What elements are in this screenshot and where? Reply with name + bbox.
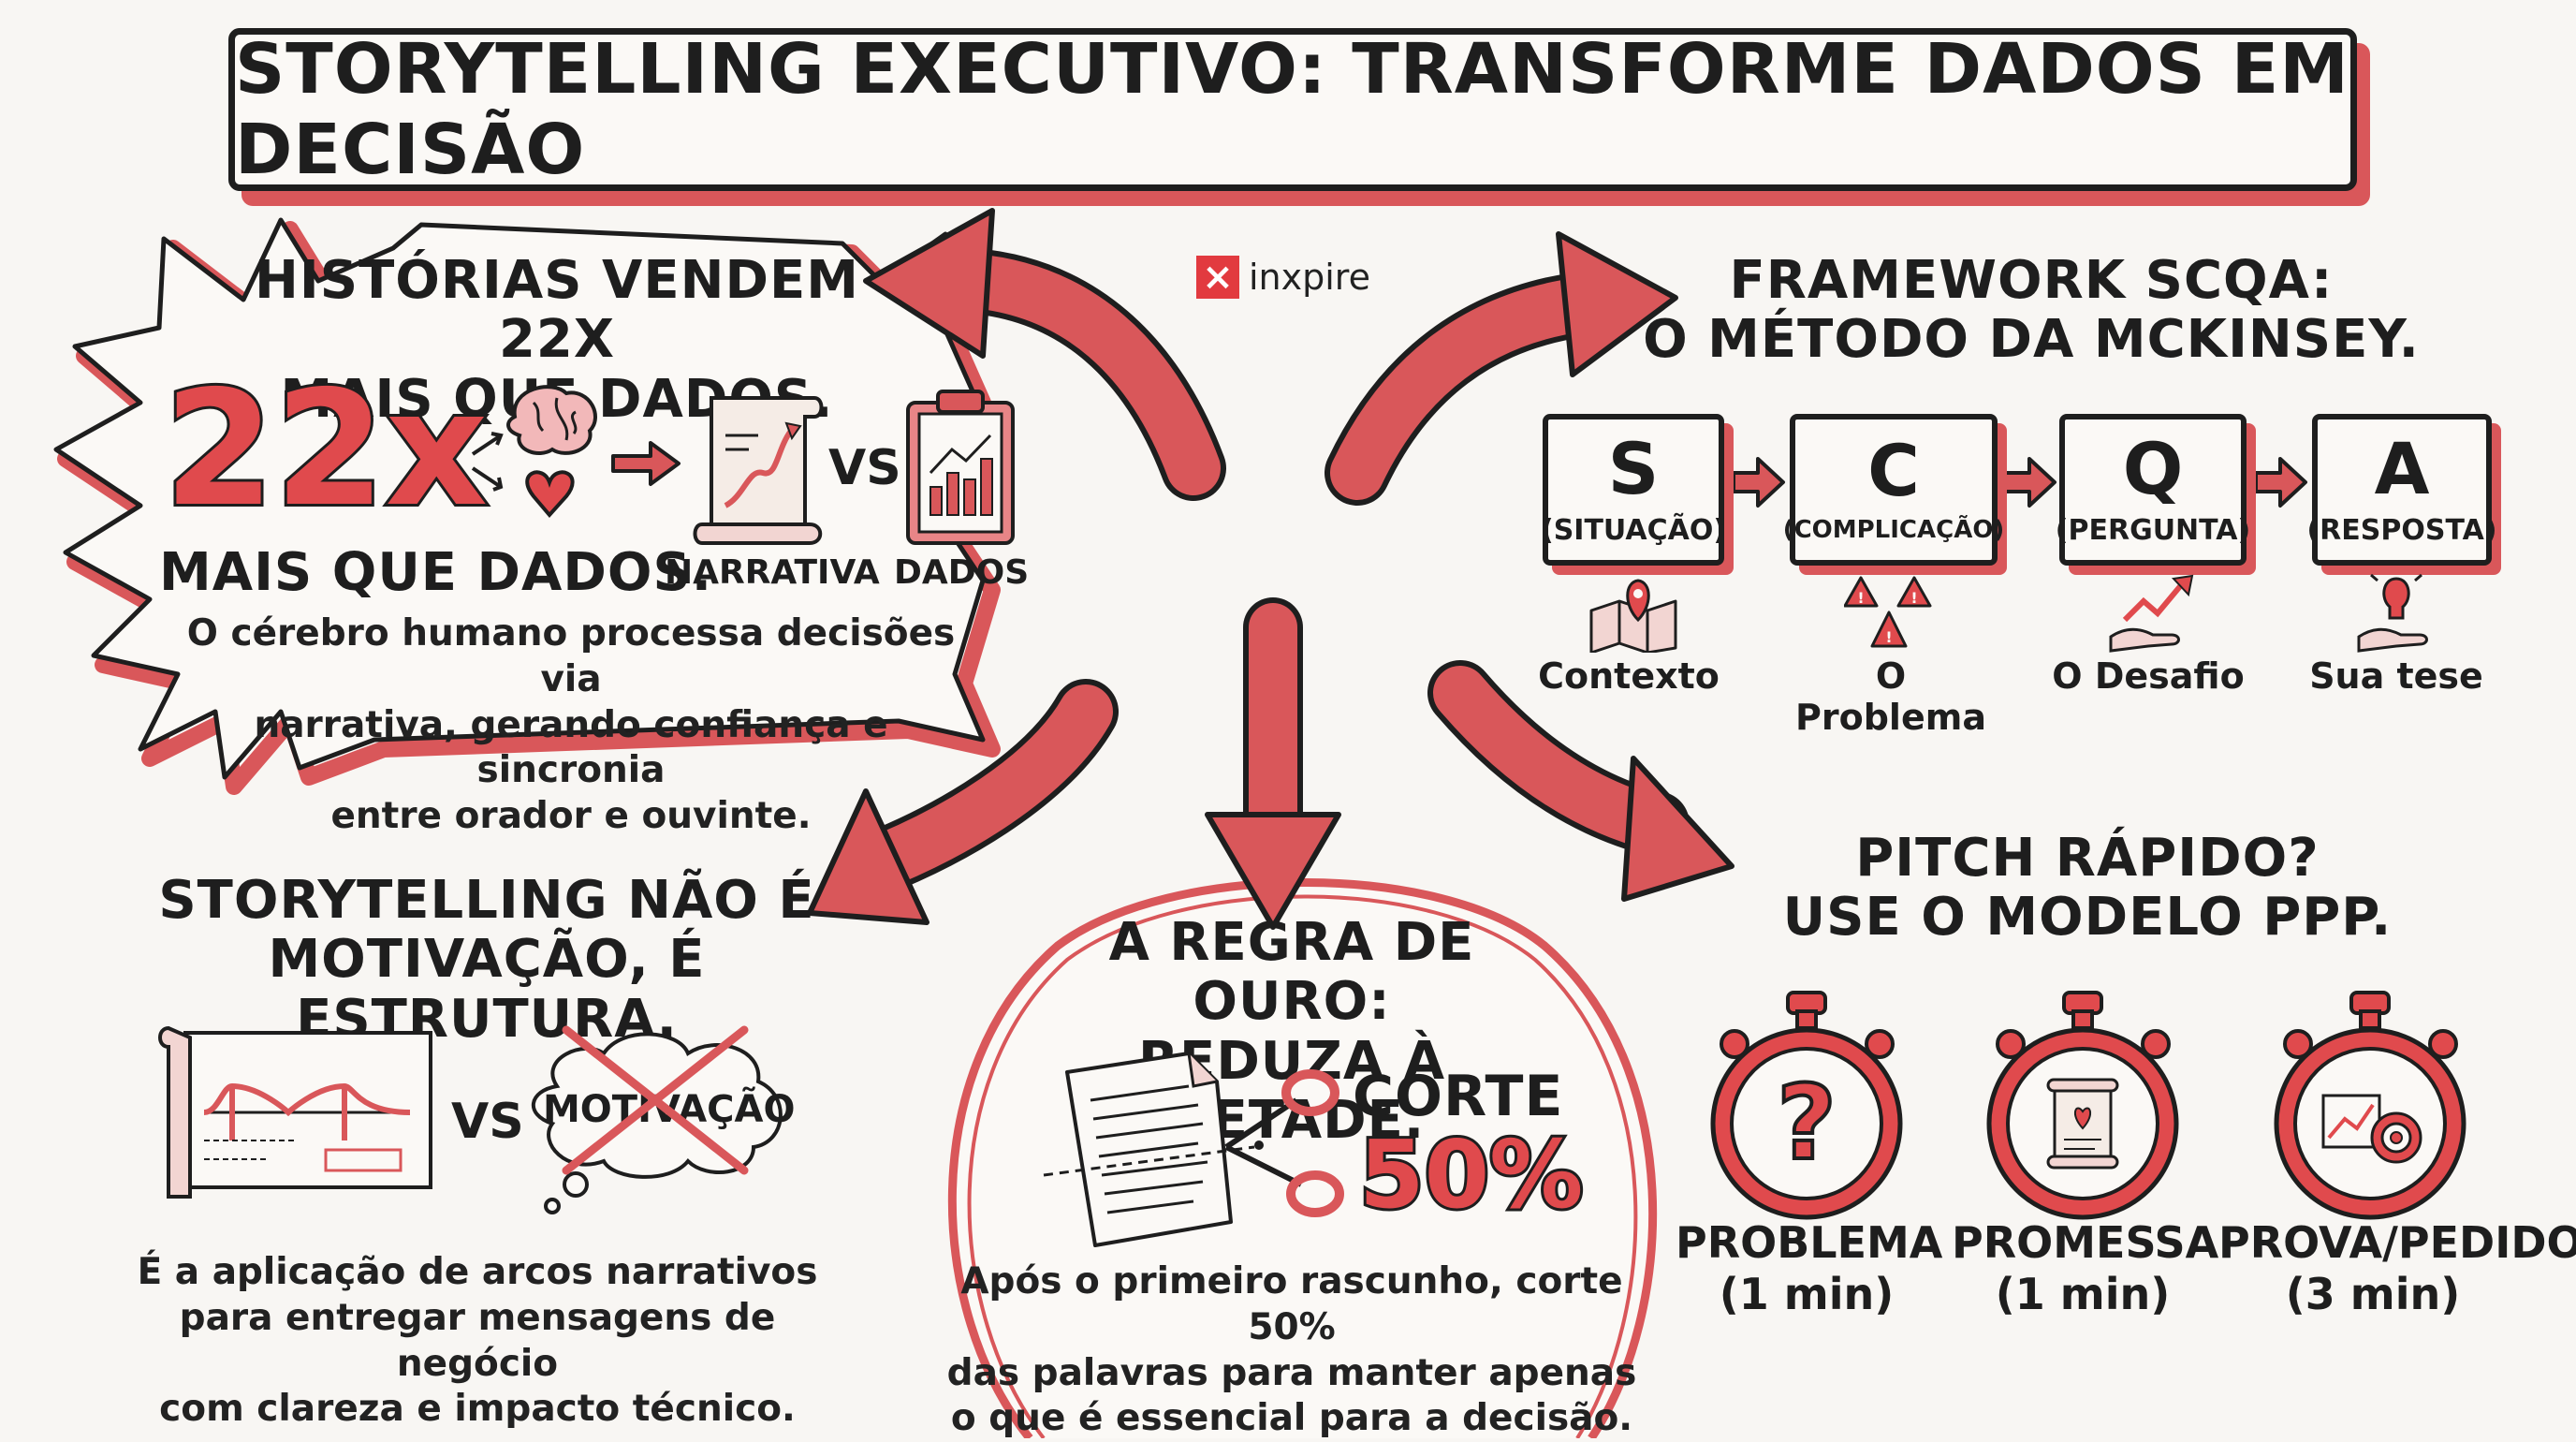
target-stopwatch-icon xyxy=(2274,991,2466,1220)
ppp-name: PROBLEMA xyxy=(1676,1217,1943,1268)
ppp-item-problema: PROBLEMA (1 min) xyxy=(1676,1217,1943,1320)
growth-hand-icon xyxy=(2109,574,2194,653)
stories-body-line3: entre orador e ouvinte. xyxy=(330,795,812,837)
scqa-label-q: O Desafio xyxy=(2052,655,2245,697)
scqa-sub: (SITUAÇÃO) xyxy=(1540,513,1727,547)
document-icon xyxy=(1065,1052,1233,1247)
stories-body-line2: narrativa, gerando confiança e sincronia xyxy=(254,703,888,792)
structure-heading-line2: MOTIVAÇÃO, É ESTRUTURA. xyxy=(268,929,706,1050)
warning-icon: !!! xyxy=(1844,576,1932,648)
heart-icon xyxy=(525,470,575,519)
scqa-box-s: S (SITUAÇÃO) xyxy=(1540,414,1727,566)
scqa-heading: FRAMEWORK SCQA: O MÉTODO DA MCKINSEY. xyxy=(1619,251,2443,370)
arrow-down xyxy=(1205,597,1341,930)
scqa-sub: (COMPLICAÇÃO) xyxy=(1782,516,2005,544)
structure-heading-line1: STORYTELLING NÃO É xyxy=(158,870,815,931)
arrow-up-right xyxy=(1325,231,1678,506)
arrow-to-narrative-icon xyxy=(611,441,681,486)
scqa-heading-line1: FRAMEWORK SCQA: xyxy=(1729,250,2334,311)
brand-logo: × inxpire xyxy=(1196,256,1370,299)
golden-rule-body-line2: das palavras para manter apenas xyxy=(946,1351,1637,1394)
branch-arrows xyxy=(471,432,504,492)
brand-mark-icon: × xyxy=(1196,256,1239,299)
bridge-blueprint-icon xyxy=(158,1025,432,1199)
stories-subtitle: MAIS QUE DADOS. xyxy=(159,542,713,603)
golden-rule-body-line3: o que é essencial para a decisão. xyxy=(950,1397,1633,1440)
structure-heading: STORYTELLING NÃO É MOTIVAÇÃO, É ESTRUTUR… xyxy=(122,871,852,1049)
scqa-arrows xyxy=(1732,457,2307,508)
structure-body: É a aplicação de arcos narrativos para e… xyxy=(94,1250,861,1433)
scqa-box-a: A (RESPOSTA) xyxy=(2306,414,2497,566)
svg-text:?: ? xyxy=(1777,1063,1837,1183)
brain-heart-group xyxy=(471,385,597,519)
scroll-chart-icon xyxy=(693,396,824,545)
svg-text:!: ! xyxy=(1857,589,1864,607)
cross-out-icon xyxy=(562,1025,749,1175)
structure-body-line3: com clareza e impacto técnico. xyxy=(159,1388,796,1431)
brain-icon xyxy=(506,385,597,455)
brand-name: inxpire xyxy=(1249,257,1370,298)
scqa-letter: C xyxy=(1867,429,1920,512)
structure-body-line2: para entregar mensagens de negócio xyxy=(179,1296,776,1385)
scqa-letter: S xyxy=(1607,426,1660,510)
scqa-heading-line2: O MÉTODO DA MCKINSEY. xyxy=(1643,309,2420,371)
scqa-letter: Q xyxy=(2122,426,2184,510)
ppp-time: (1 min) xyxy=(1719,1269,1895,1320)
scqa-box-q: Q (PERGUNTA) xyxy=(2055,414,2251,566)
scqa-label-c: O Problema xyxy=(1795,655,1986,738)
ppp-item-promessa: PROMESSA (1 min) xyxy=(1952,1217,2219,1320)
structure-body-line1: É a aplicação de arcos narrativos xyxy=(137,1251,818,1293)
golden-rule-body-line1: Após o primeiro rascunho, corte 50% xyxy=(960,1260,1623,1348)
golden-rule-circle xyxy=(947,878,1658,1438)
stories-heading-line1: HISTÓRIAS VENDEM 22X xyxy=(255,250,859,371)
title-banner: STORYTELLING EXECUTIVO: TRANSFORME DADOS… xyxy=(228,28,2357,191)
scissors-icon xyxy=(1224,1069,1344,1217)
arrow-up-left xyxy=(863,208,1226,501)
scqa-box-c: C (COMPLICAÇÃO) xyxy=(1783,414,2004,566)
scqa-sub: (PERGUNTA) xyxy=(2055,513,2251,547)
svg-text:!: ! xyxy=(1885,628,1892,646)
ppp-name: PROVA/PEDIDO xyxy=(2218,1217,2576,1268)
stories-vs: VS xyxy=(828,440,901,496)
golden-rule-body: Após o primeiro rascunho, corte 50% das … xyxy=(927,1259,1657,1442)
stories-big-number: 22x xyxy=(161,357,490,542)
pitch-heading-line1: PITCH RÁPIDO? xyxy=(1855,828,2320,889)
scqa-label-s: Contexto xyxy=(1538,655,1720,697)
lightbulb-hand-icon xyxy=(2357,571,2428,653)
ppp-time: (1 min) xyxy=(1995,1269,2171,1320)
arrow-down-left xyxy=(807,679,1119,925)
cut-label: CORTE xyxy=(1353,1064,1564,1129)
map-pin-icon xyxy=(1589,579,1677,653)
scroll-stopwatch-icon xyxy=(1986,991,2179,1220)
structure-vs: VS xyxy=(451,1094,524,1150)
pitch-heading-line2: USE O MODELO PPP. xyxy=(1782,887,2393,949)
ppp-name: PROMESSA xyxy=(1952,1217,2219,1268)
document-scissors-icon xyxy=(1043,1052,1344,1247)
stories-body: O cérebro humano processa decisões via n… xyxy=(159,611,983,840)
question-stopwatch-icon: ? xyxy=(1710,991,1903,1220)
svg-text:!: ! xyxy=(1910,589,1917,607)
stories-body-line1: O cérebro humano processa decisões via xyxy=(186,612,956,700)
label-data: DADOS xyxy=(894,553,1030,592)
ppp-item-prova: PROVA/PEDIDO (3 min) xyxy=(2218,1217,2576,1320)
pitch-heading: PITCH RÁPIDO? USE O MODELO PPP. xyxy=(1760,829,2415,948)
cut-line xyxy=(1043,1145,1255,1177)
cut-value: 50% xyxy=(1356,1120,1586,1229)
page-title: STORYTELLING EXECUTIVO: TRANSFORME DADOS… xyxy=(235,29,2349,190)
scqa-label-a: Sua tese xyxy=(2309,655,2483,697)
label-narrative: NARRATIVA xyxy=(665,553,880,592)
golden-rule-heading-line1: A REGRA DE OURO: xyxy=(1108,912,1475,1033)
burst-shape xyxy=(53,217,1001,795)
scqa-sub: (RESPOSTA) xyxy=(2306,513,2497,547)
arrow-down-right xyxy=(1427,660,1734,902)
scqa-letter: A xyxy=(2374,426,2430,510)
ppp-time: (3 min) xyxy=(2285,1269,2461,1320)
clipboard-chart-icon xyxy=(906,390,1015,545)
